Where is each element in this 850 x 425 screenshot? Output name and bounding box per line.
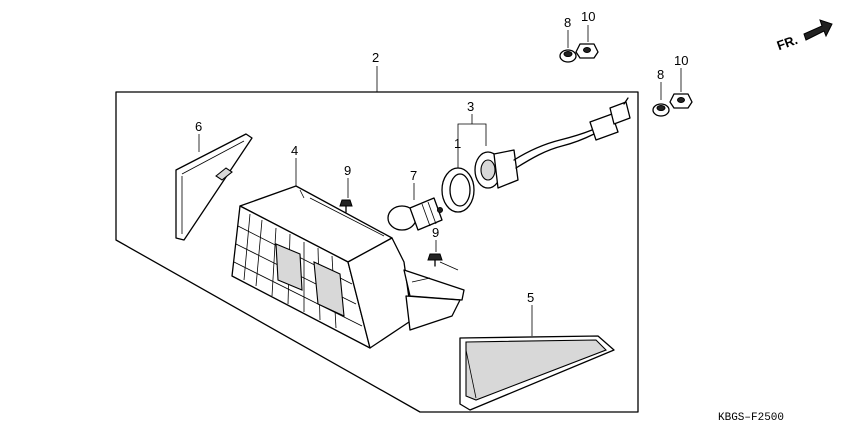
arrow-right-icon (803, 19, 833, 41)
side-reflector-large (459, 335, 615, 411)
callout-8a: 8 (564, 15, 571, 30)
bulb (387, 197, 443, 231)
assembly-frame (115, 91, 639, 413)
callout-8b: 8 (657, 67, 664, 82)
callout-5: 5 (527, 290, 534, 305)
callout-9b: 9 (432, 225, 439, 240)
callout-2: 2 (372, 50, 379, 65)
callout-4: 4 (291, 143, 298, 158)
callout-9a: 9 (344, 163, 351, 178)
callout-7: 7 (410, 168, 417, 183)
callout-3: 3 (467, 99, 474, 114)
callout-6: 6 (195, 119, 202, 134)
callout-numbers: 1 2 3 4 5 6 7 8 8 9 9 10 10 (195, 9, 688, 305)
grommet-upper (559, 49, 577, 63)
front-direction-marker: FR. (775, 19, 833, 53)
grommet-right (652, 103, 670, 117)
leader-lines (198, 25, 682, 336)
nut-upper (575, 43, 599, 59)
socket-harness (474, 97, 631, 189)
lamp-lens-housing (231, 185, 465, 349)
diagram-code: KBGS–F2500 (718, 412, 784, 424)
screw-lower (427, 253, 443, 267)
nut-right (669, 93, 693, 109)
callout-10b: 10 (674, 53, 688, 68)
callout-1: 1 (454, 136, 461, 151)
screw-upper (339, 199, 353, 213)
direction-label: FR. (775, 32, 800, 53)
gasket (441, 167, 475, 213)
callout-10a: 10 (581, 9, 595, 24)
side-reflector-small (175, 133, 253, 241)
